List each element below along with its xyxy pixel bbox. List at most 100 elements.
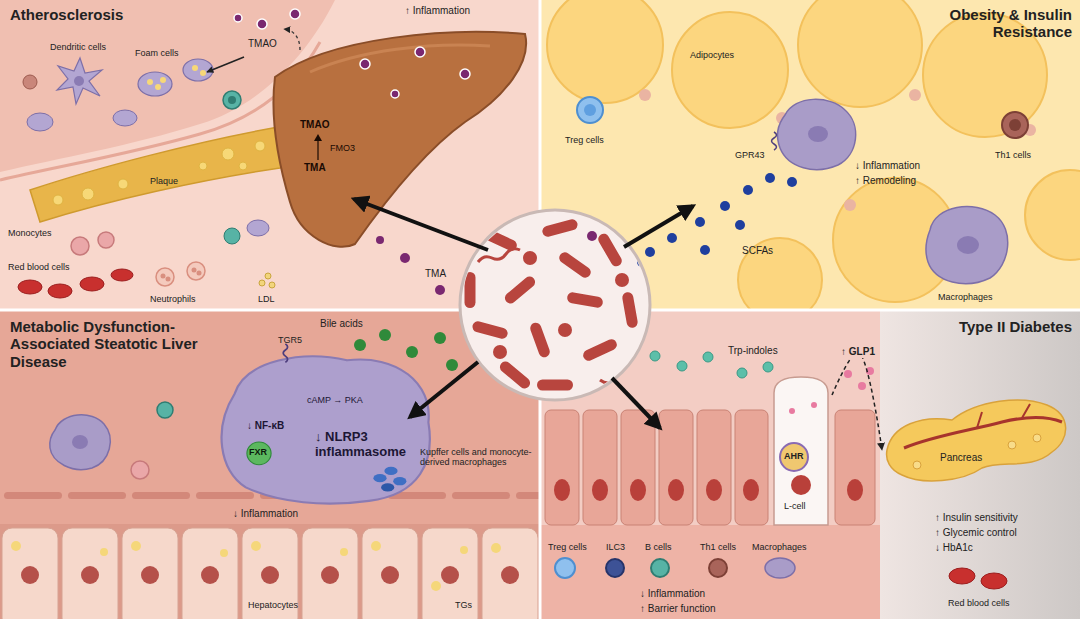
metabolite-label: Bile acids [320,318,363,330]
cell-label: L-cell [784,501,806,511]
particle-label: LDL [258,294,275,304]
lipid-droplet [160,77,166,83]
ldl-particle [265,273,271,279]
scfa-molecule [700,245,710,255]
hepatocyte-nucleus [141,566,159,584]
tmao-molecule [360,59,370,69]
effect-label: ↑ Inflammation [405,5,470,17]
endothelial-cell [4,492,62,499]
panel-title: Metabolic Dysfunction-Associated Steatot… [10,318,225,370]
lipid-droplet [53,195,63,205]
hepatocyte [422,528,478,619]
cell-nucleus [554,479,570,501]
panel-title: Type II Diabetes [940,318,1072,335]
adipocyte [672,12,788,128]
lipid-droplet [82,188,94,200]
metabolite-label: TMA [425,268,446,280]
hepatocyte-nucleus [261,566,279,584]
hepatocyte [2,528,58,619]
bacterium-coccus [493,345,507,359]
adipocyte-nucleus [639,89,651,101]
cell-nucleus [74,76,84,86]
hepatocyte-nucleus [501,566,519,584]
lipid-droplet [11,541,21,551]
effect-label: ↓ Inflammation [640,588,705,600]
hepatocyte [302,528,358,619]
bacterium-rod [471,320,509,340]
cell-label: Adipocytes [690,50,734,60]
lipid-label: TGs [455,600,472,610]
panel-title: Obesity & Insulin Resistance [910,6,1072,41]
foam-cell [183,59,213,81]
pancreas-body [887,400,1066,481]
bacterium-spiral [600,377,648,383]
bile-acid [406,346,418,358]
hepatocyte-nucleus [321,566,339,584]
epithelial-cell [659,410,693,525]
lipid-droplet [255,141,265,151]
cell-nucleus [1009,119,1021,131]
bacterium-rod [498,359,533,391]
macrophage [926,207,1008,284]
epithelial-cell [835,410,875,525]
lipid-droplet [147,79,153,85]
adipocyte [738,238,822,310]
bile-acid [379,329,391,341]
lipid-droplet [155,84,161,90]
tma-molecule [587,231,597,241]
plaque-body [30,125,310,222]
macrophage [778,99,856,169]
conversion-arrowhead [314,134,322,141]
gpr43-receptor [772,132,777,150]
tmao-molecule [460,69,470,79]
immune-cell [157,402,173,418]
macrophage-body [222,356,430,503]
macrophage [27,113,53,131]
panel-ground [0,0,540,310]
ldl-particle [269,282,275,288]
lipid-droplet [192,65,198,71]
bacterium-coccus [558,323,572,337]
cell-nucleus [592,479,608,501]
tmao-molecule [257,19,267,29]
bacterium-rod [581,337,618,362]
pathway-arrow [354,199,488,250]
cell-label: Foam cells [135,48,179,58]
endothelial-cell [68,492,126,499]
bile-acid [434,332,446,344]
hepatocyte [482,528,538,619]
red-blood-cell [80,277,104,291]
cell-nucleus [197,271,202,276]
l-cell-body [774,377,828,525]
trp-indole [703,352,713,362]
effect-label: ↓ Inflammation [855,160,920,172]
receptor-label: TGR5 [278,335,302,345]
receptor-label: AHR [784,451,804,461]
cell-nucleus [957,236,979,254]
treg-cell [577,97,603,123]
bacterium-spiral [590,213,638,219]
cell-nucleus [706,479,722,501]
inflammasome [373,474,386,482]
lipid-droplet [460,546,468,554]
microbiota-ground [460,210,650,400]
liver-organ-shape [270,22,532,257]
scfa-molecule [765,173,775,183]
glp1-molecule [858,382,866,390]
inflammasome [384,467,397,475]
cell-label: Treg cells [548,542,587,552]
effect-label: ↑ Glycemic control [935,527,1017,539]
red-blood-cell [18,280,42,294]
inflammasome [381,483,394,491]
th1-cell [1002,112,1028,138]
ilc3-cell [606,559,624,577]
bile-acid [446,359,458,371]
metabolite-label: TMA [304,162,326,174]
glp1-granule [811,402,817,408]
cell-label: ILC3 [606,542,625,552]
cell-nucleus [192,268,197,273]
cell-label: B cells [645,542,672,552]
cell-label: Macrophages [752,542,807,552]
microbiota-circle [460,210,656,400]
